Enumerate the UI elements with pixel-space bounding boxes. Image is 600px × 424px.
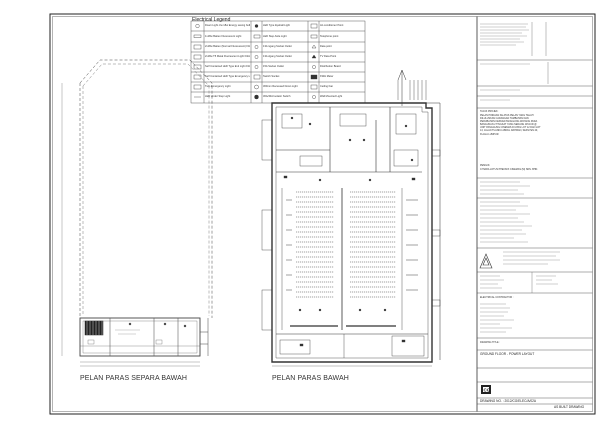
electrical-points — [283, 116, 416, 347]
title-block — [476, 16, 593, 412]
legend-item: 2x18w Batten (Normal Fluorescent) Fittin… — [205, 45, 250, 48]
architect-seal — [479, 253, 493, 269]
legend-item: 13A 1gang Socket Outlet — [263, 45, 292, 48]
legend-item: Down Light c/w 18w Energy saving bulb — [205, 24, 250, 27]
legend-item: 1x18w Batten Fluorescent Light — [205, 35, 242, 38]
legend-item: 2x18w T5 Metal Fluorescent Light Fitting — [205, 55, 250, 58]
legend-item: LED Type Eyeball Light — [263, 24, 290, 27]
legend-item: 30A/40A Isolator Switch — [263, 95, 291, 98]
company-logo: CG — [481, 385, 491, 394]
ground-plan — [261, 80, 441, 367]
north-arrow-icon — [397, 69, 407, 106]
legend-item: 300mm Recessed Down Light — [263, 85, 298, 88]
legend-item: 15A Socket Outlet — [263, 65, 284, 68]
cinema-seating — [286, 191, 418, 298]
legend-item: Telephone point — [320, 35, 339, 38]
drawing-title-header: DRAWING TITLE : — [480, 341, 500, 344]
drawing-number: DRAWING NO. : 2012/CG/ELEC/A/02A — [480, 399, 537, 403]
sheet-outer-border — [49, 13, 596, 415]
owner-header: PEMILIK: — [480, 164, 491, 167]
project-header: TAJUK PROJEK: — [480, 110, 499, 113]
legend-item: Switch Socket — [263, 75, 280, 78]
ground-plan-label: PELAN PARAS BAWAH — [272, 375, 349, 382]
drawing-status: AS BUILT DRAWING — [554, 405, 585, 409]
legend-item: Self Contained LED Type Emergency Light … — [205, 75, 250, 78]
legend-item: Twin Emergency Light — [205, 85, 231, 88]
legend-table — [190, 20, 366, 104]
legend-item: Air-conditioner Point — [320, 24, 344, 27]
legend-item: Data point — [320, 45, 332, 48]
legend-item: Wall Mounted Light — [320, 95, 343, 98]
project-description: PELAN PINDAAN KE ATAS PELAN YANG TELAH D… — [480, 114, 541, 136]
legend-item: Ceiling Fan — [320, 85, 334, 88]
sheet-inner-border — [52, 16, 593, 412]
mezzanine-plan-label: PELAN PARAS SEPARA BAWAH — [80, 375, 188, 382]
title-block-notes — [480, 23, 560, 333]
legend-item: TV Data Point — [320, 55, 337, 58]
owner-name: CITIARA LOTUS PHEONIX CINEMAS (M) SDN. B… — [480, 168, 538, 171]
legend-item: 13A 2gang Socket Outlet — [263, 55, 292, 58]
legend-item: Self Contained LED Type Exit Light Fitti… — [205, 65, 250, 68]
legend-item: KWH Meter — [320, 75, 334, 78]
legend-title: Electrical Legend — [192, 17, 231, 23]
mezzanine-plan — [61, 59, 213, 367]
legend-item: Distribution Board — [320, 65, 341, 68]
drawing-title: GROUND FLOOR - POWER LAYOUT — [480, 352, 535, 356]
logo-text: CG — [484, 388, 491, 393]
legend-item: LED Step Aisle Light — [263, 35, 287, 38]
electrical-contractor-label: ELECTRICAL CONTRACTOR : — [480, 296, 514, 299]
legend-item: LED Under Step Light — [205, 95, 231, 98]
